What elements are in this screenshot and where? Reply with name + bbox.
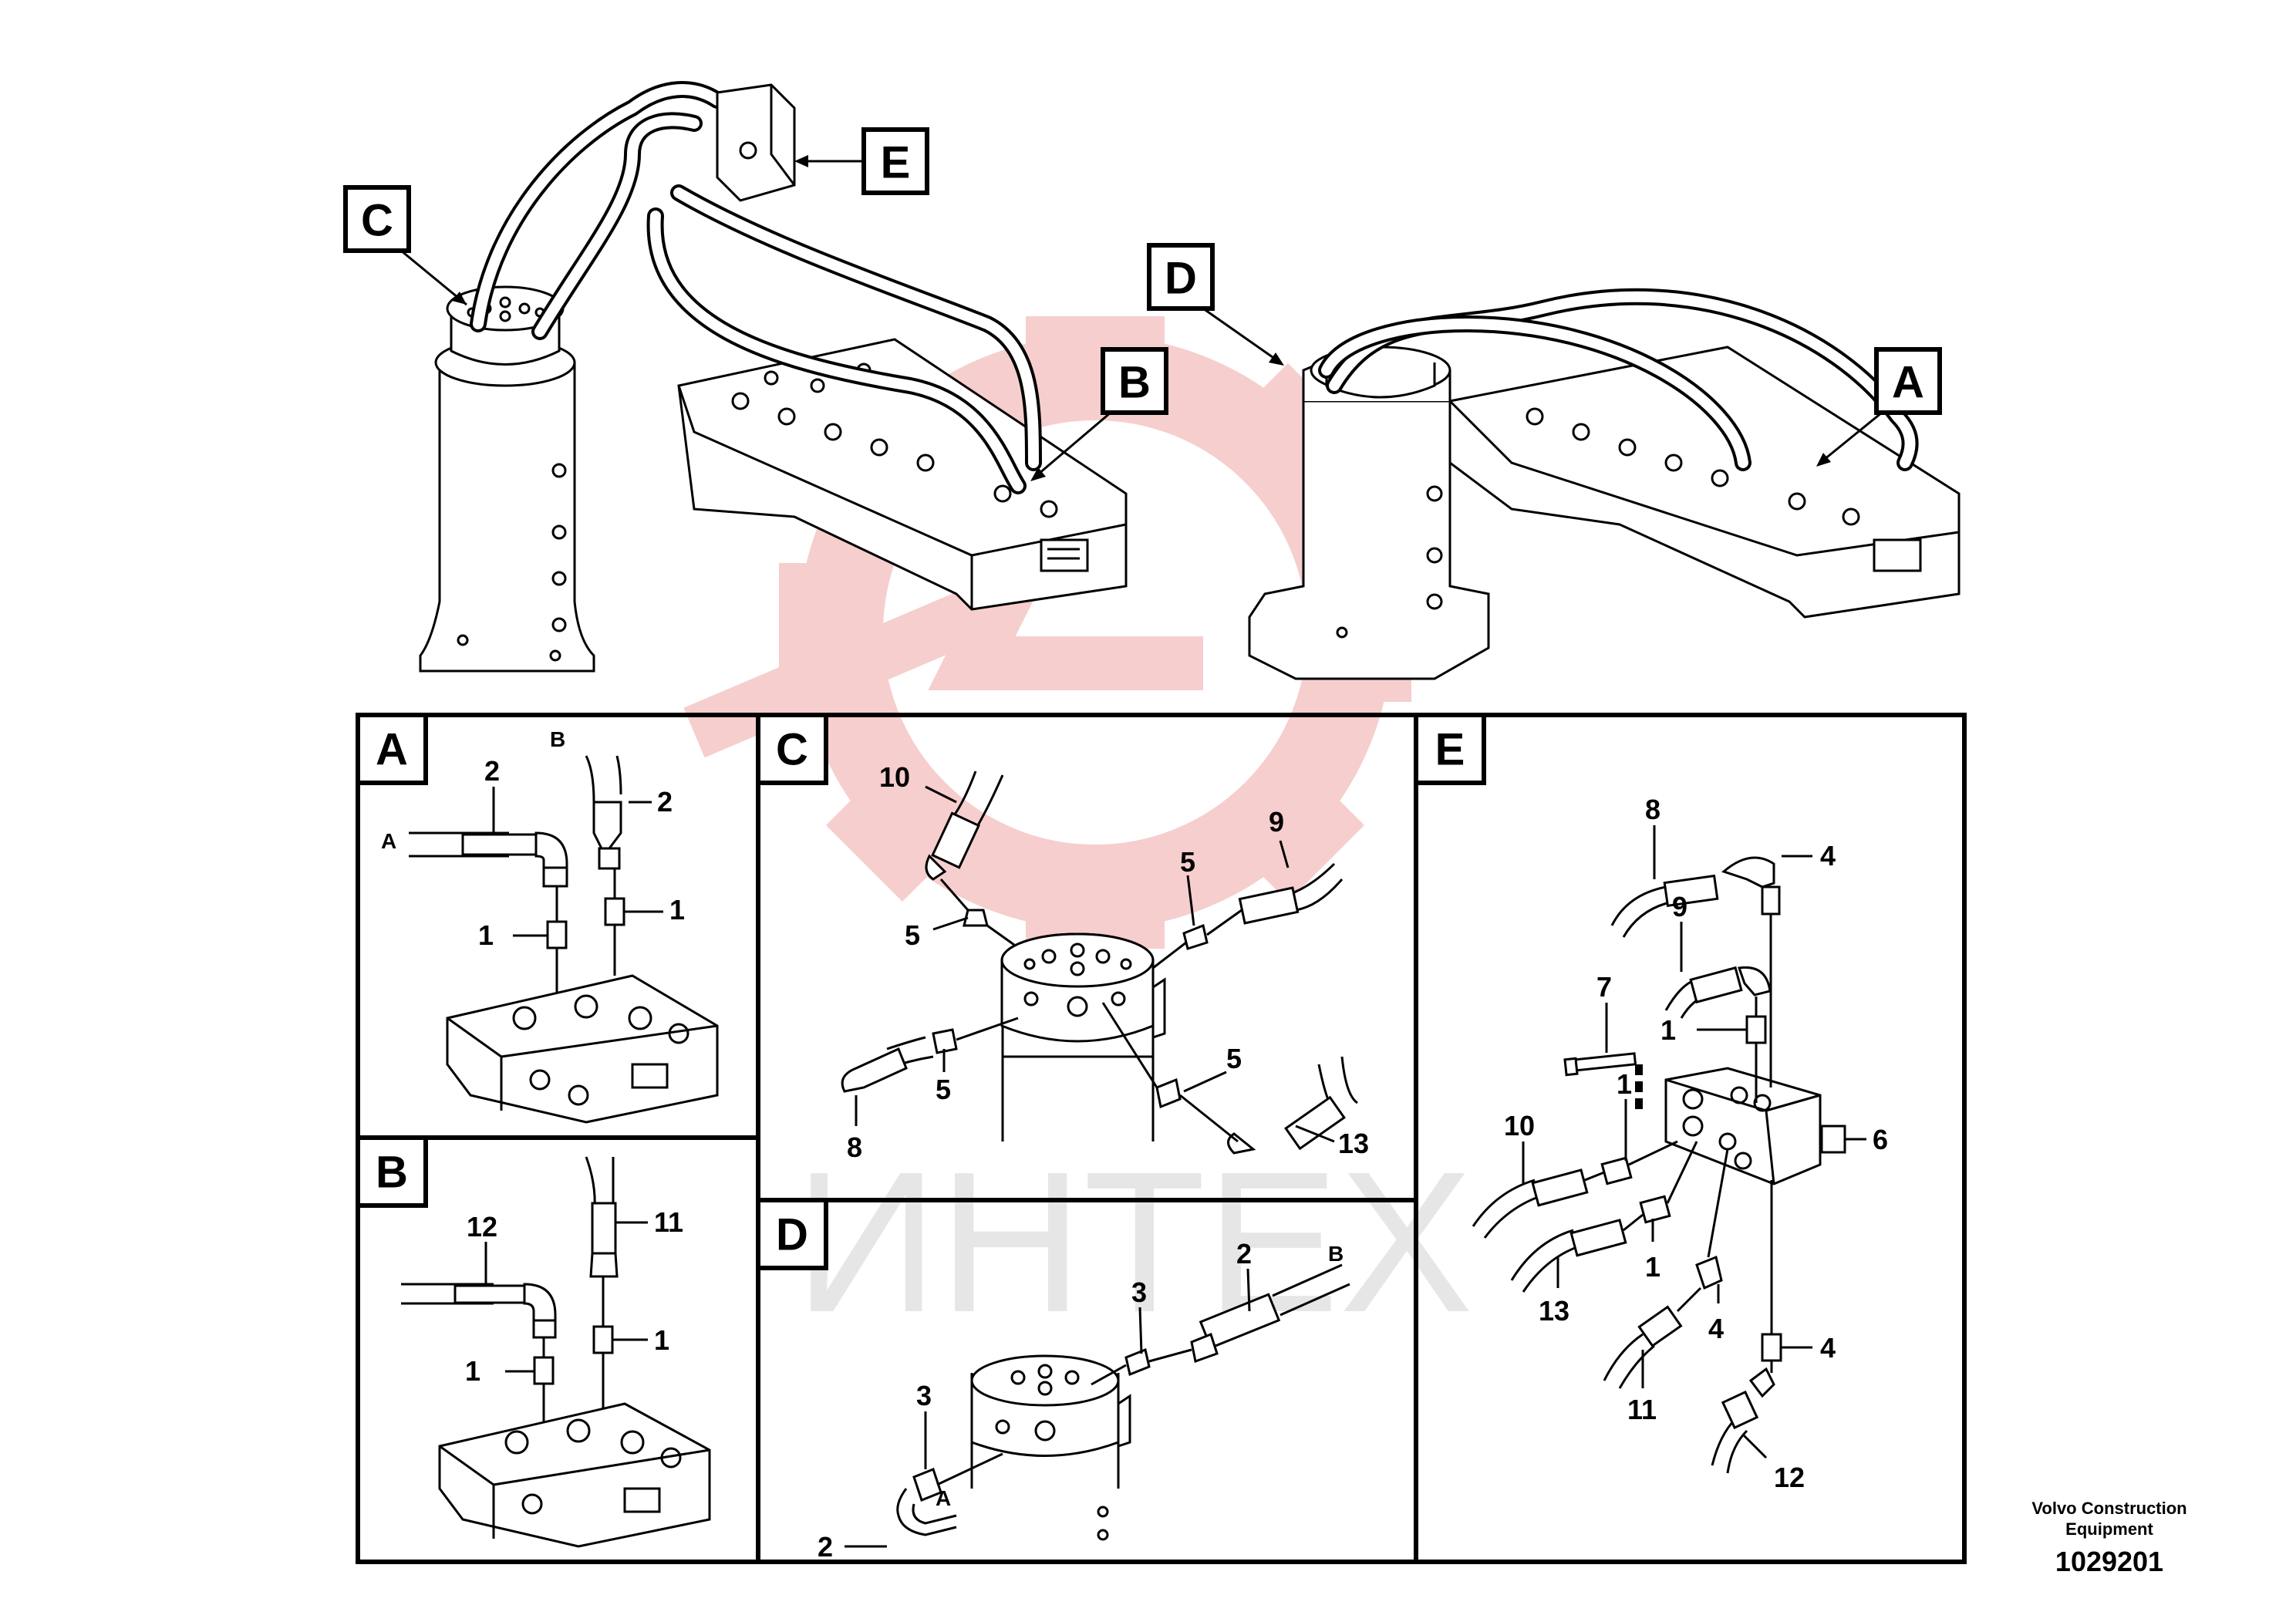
- svg-text:9: 9: [1672, 891, 1687, 922]
- panel-a-header: A: [356, 713, 428, 785]
- overview-left-assembly: [419, 81, 1128, 673]
- svg-text:2: 2: [1236, 1238, 1252, 1270]
- svg-text:1: 1: [478, 919, 494, 951]
- panel-c-header: C: [756, 713, 828, 785]
- svg-text:2: 2: [818, 1531, 833, 1563]
- svg-text:B: B: [376, 1148, 408, 1198]
- panel-b-header: B: [356, 1135, 428, 1208]
- svg-text:7: 7: [1596, 971, 1612, 1003]
- svg-text:12: 12: [467, 1211, 497, 1243]
- svg-text:A: A: [1892, 358, 1924, 408]
- svg-text:10: 10: [1504, 1110, 1535, 1141]
- svg-text:5: 5: [936, 1074, 951, 1105]
- drawing-reference: Volvo Construction Equipment 1029201: [2031, 1499, 2186, 1577]
- svg-text:13: 13: [1338, 1128, 1369, 1159]
- svg-text:10: 10: [879, 761, 910, 793]
- panel-b: 12 11 1 1: [401, 1156, 711, 1548]
- svg-text:1: 1: [465, 1355, 480, 1387]
- svg-text:A: A: [381, 829, 396, 853]
- svg-text:Volvo Construction: Volvo Construction: [2031, 1499, 2186, 1518]
- panel-d: 2 3 3 2 B A: [818, 1238, 1350, 1563]
- svg-text:9: 9: [1269, 806, 1284, 838]
- svg-text:3: 3: [916, 1380, 932, 1411]
- svg-text:11: 11: [1627, 1394, 1657, 1425]
- panel-a: A B 2 2 1 1: [381, 727, 719, 1124]
- svg-text:13: 13: [1539, 1295, 1569, 1327]
- callout-d: D: [1147, 243, 1284, 366]
- panel-e-header: E: [1414, 713, 1486, 785]
- svg-text:11: 11: [654, 1206, 683, 1238]
- svg-text:B: B: [1118, 358, 1151, 408]
- svg-text:8: 8: [847, 1131, 862, 1163]
- svg-text:5: 5: [1180, 846, 1195, 878]
- svg-text:5: 5: [905, 919, 920, 951]
- svg-text:2: 2: [484, 755, 500, 787]
- svg-text:2: 2: [657, 786, 673, 818]
- svg-text:1029201: 1029201: [2055, 1546, 2163, 1577]
- panel-d-header: D: [756, 1198, 828, 1270]
- svg-text:B: B: [550, 727, 565, 751]
- svg-text:C: C: [361, 196, 393, 246]
- watermark-text: ИНТЕХ: [794, 1131, 1473, 1354]
- svg-text:Equipment: Equipment: [2065, 1519, 2153, 1539]
- svg-text:D: D: [1165, 254, 1197, 304]
- svg-text:6: 6: [1873, 1124, 1888, 1155]
- svg-text:1: 1: [1660, 1014, 1676, 1046]
- svg-text:B: B: [1328, 1242, 1344, 1266]
- svg-text:3: 3: [1131, 1276, 1147, 1308]
- overview-right-assembly: [1248, 288, 1961, 680]
- callout-c: C: [343, 185, 467, 306]
- callout-e: E: [794, 127, 929, 195]
- svg-text:C: C: [776, 725, 808, 775]
- callout-a: A: [1816, 347, 1942, 467]
- svg-text:12: 12: [1774, 1462, 1805, 1493]
- svg-text:4: 4: [1820, 1332, 1836, 1364]
- svg-text:1: 1: [654, 1324, 669, 1356]
- svg-text:8: 8: [1645, 794, 1660, 825]
- svg-text:4: 4: [1820, 840, 1836, 872]
- panel-c: 10 9 5 5 5 5 8 13: [841, 761, 1369, 1163]
- svg-text:E: E: [1435, 725, 1465, 775]
- panel-e: 8 4 9 7 1 1 6 10 1 13 4 4 11 12: [1472, 794, 1888, 1493]
- callout-b: B: [1030, 347, 1168, 481]
- svg-text:D: D: [776, 1210, 808, 1260]
- svg-text:E: E: [881, 138, 911, 188]
- svg-text:1: 1: [1617, 1068, 1632, 1100]
- svg-text:1: 1: [669, 894, 685, 926]
- svg-text:5: 5: [1226, 1043, 1242, 1074]
- svg-text:A: A: [376, 725, 408, 775]
- svg-text:1: 1: [1645, 1251, 1660, 1283]
- svg-text:4: 4: [1708, 1313, 1724, 1344]
- svg-text:A: A: [936, 1486, 951, 1510]
